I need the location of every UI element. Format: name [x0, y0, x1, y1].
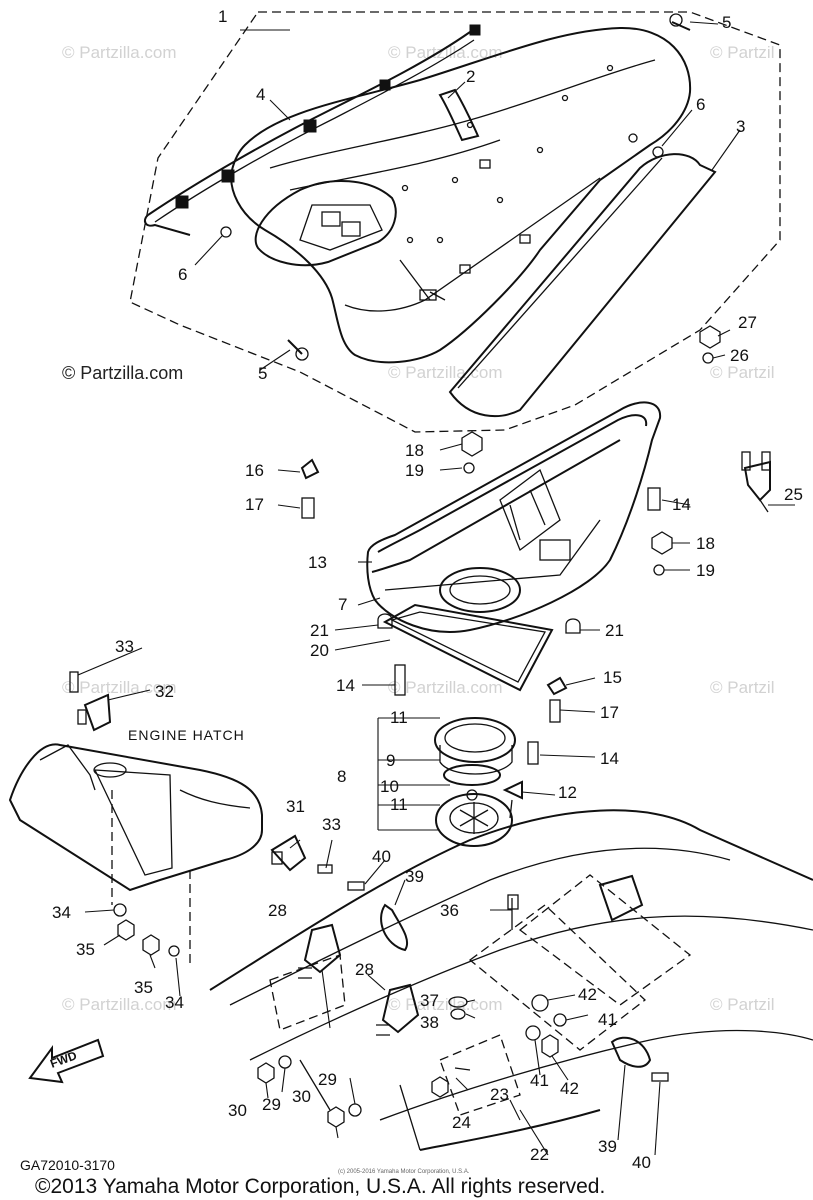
callout-41: 41 — [530, 1071, 549, 1090]
watermark-faint-cut: © Partzil — [710, 678, 774, 697]
leader-lines — [77, 21, 795, 1156]
callout-39: 39 — [405, 867, 424, 886]
callout-5: 5 — [722, 13, 731, 32]
callout-33: 33 — [322, 815, 341, 834]
watermark-faint: © Partzilla.com — [388, 43, 503, 62]
callout-24: 24 — [452, 1113, 471, 1132]
callout-19: 19 — [696, 561, 715, 580]
copyright-notice: ©2013 Yamaha Motor Corporation, U.S.A. A… — [35, 1175, 605, 1198]
callout-21: 21 — [310, 621, 329, 640]
engine-hatch-group — [8, 671, 333, 965]
callout-14: 14 — [672, 495, 691, 514]
callout-42: 42 — [578, 985, 597, 1004]
callout-35: 35 — [134, 978, 153, 997]
callout-29: 29 — [262, 1095, 281, 1114]
callout-8: 8 — [337, 767, 346, 786]
callout-7: 7 — [338, 595, 347, 614]
copyright-small: (c) 2005-2016 Yamaha Motor Corporation, … — [338, 1169, 470, 1175]
callout-11: 11 — [390, 795, 408, 814]
callout-38: 38 — [420, 1013, 439, 1032]
callout-19: 19 — [405, 461, 424, 480]
watermark-faint: © Partzilla.com — [62, 995, 177, 1014]
callout-23: 23 — [490, 1085, 509, 1104]
watermark-faint-cut: © Partzil — [710, 995, 774, 1014]
callout-28: 28 — [268, 901, 287, 920]
callout-34: 34 — [52, 903, 71, 922]
callout-6: 6 — [696, 95, 705, 114]
watermark-faint: © Partzilla.com — [388, 678, 503, 697]
watermark-faint: © Partzilla.com — [62, 43, 177, 62]
callout-32: 32 — [155, 682, 174, 701]
watermark-faint: © Partzilla.com — [388, 995, 503, 1014]
callout-33: 33 — [115, 637, 134, 656]
watermark-faint-cut: © Partzil — [710, 363, 774, 382]
callout-30: 30 — [228, 1101, 247, 1120]
callout-1: 1 — [218, 7, 227, 26]
callout-10: 10 — [380, 777, 399, 796]
callout-6: 6 — [178, 265, 187, 284]
callout-9: 9 — [386, 751, 395, 770]
callout-17: 17 — [600, 703, 619, 722]
diagram-reference: GA72010-3170 — [20, 1157, 115, 1173]
callout-26: 26 — [730, 346, 749, 365]
hull-area-group — [209, 809, 813, 1151]
callout-35: 35 — [76, 940, 95, 959]
callout-28: 28 — [355, 960, 374, 979]
watermark-faint-cut: © Partzil — [710, 43, 774, 62]
callout-22: 22 — [530, 1145, 549, 1164]
storage-tray-group — [366, 401, 662, 692]
hatch-cover-group — [377, 717, 523, 847]
callout-25: 25 — [784, 485, 803, 504]
watermark-faint: © Partzilla.com — [62, 678, 177, 697]
callout-21: 21 — [605, 621, 624, 640]
callout-40: 40 — [372, 847, 391, 866]
callout-4: 4 — [256, 85, 265, 104]
callout-36: 36 — [440, 901, 459, 920]
fwd-arrow: FWD — [28, 1038, 105, 1084]
callout-numbers: 1 2 3 4 5 5 6 6 7 8 9 10 11 11 12 13 14 … — [52, 7, 803, 1172]
callout-18: 18 — [696, 534, 715, 553]
callout-27: 27 — [738, 313, 757, 332]
callout-18: 18 — [405, 441, 424, 460]
callout-34: 34 — [165, 993, 184, 1012]
watermark-faint: © Partzilla.com — [388, 363, 503, 382]
callout-12: 12 — [558, 783, 577, 802]
callout-14: 14 — [600, 749, 619, 768]
callout-14: 14 — [336, 676, 355, 695]
callout-31: 31 — [286, 797, 305, 816]
callout-30: 30 — [292, 1087, 311, 1106]
callout-3: 3 — [736, 117, 745, 136]
callout-16: 16 — [245, 461, 264, 480]
callout-39: 39 — [598, 1137, 617, 1156]
callout-5: 5 — [258, 364, 267, 383]
callout-42: 42 — [560, 1079, 579, 1098]
callout-15: 15 — [603, 668, 622, 687]
callout-41: 41 — [598, 1010, 617, 1029]
callout-40: 40 — [632, 1153, 651, 1172]
callout-37: 37 — [420, 991, 439, 1010]
watermark-main: © Partzilla.com — [62, 363, 183, 383]
callout-29: 29 — [318, 1070, 337, 1089]
callout-13: 13 — [308, 553, 327, 572]
seat-assembly-group — [129, 11, 781, 433]
callout-17: 17 — [245, 495, 264, 514]
callout-20: 20 — [310, 641, 329, 660]
callout-2: 2 — [466, 67, 475, 86]
engine-hatch-label: ENGINE HATCH — [128, 727, 245, 743]
callout-11: 11 — [390, 708, 408, 727]
